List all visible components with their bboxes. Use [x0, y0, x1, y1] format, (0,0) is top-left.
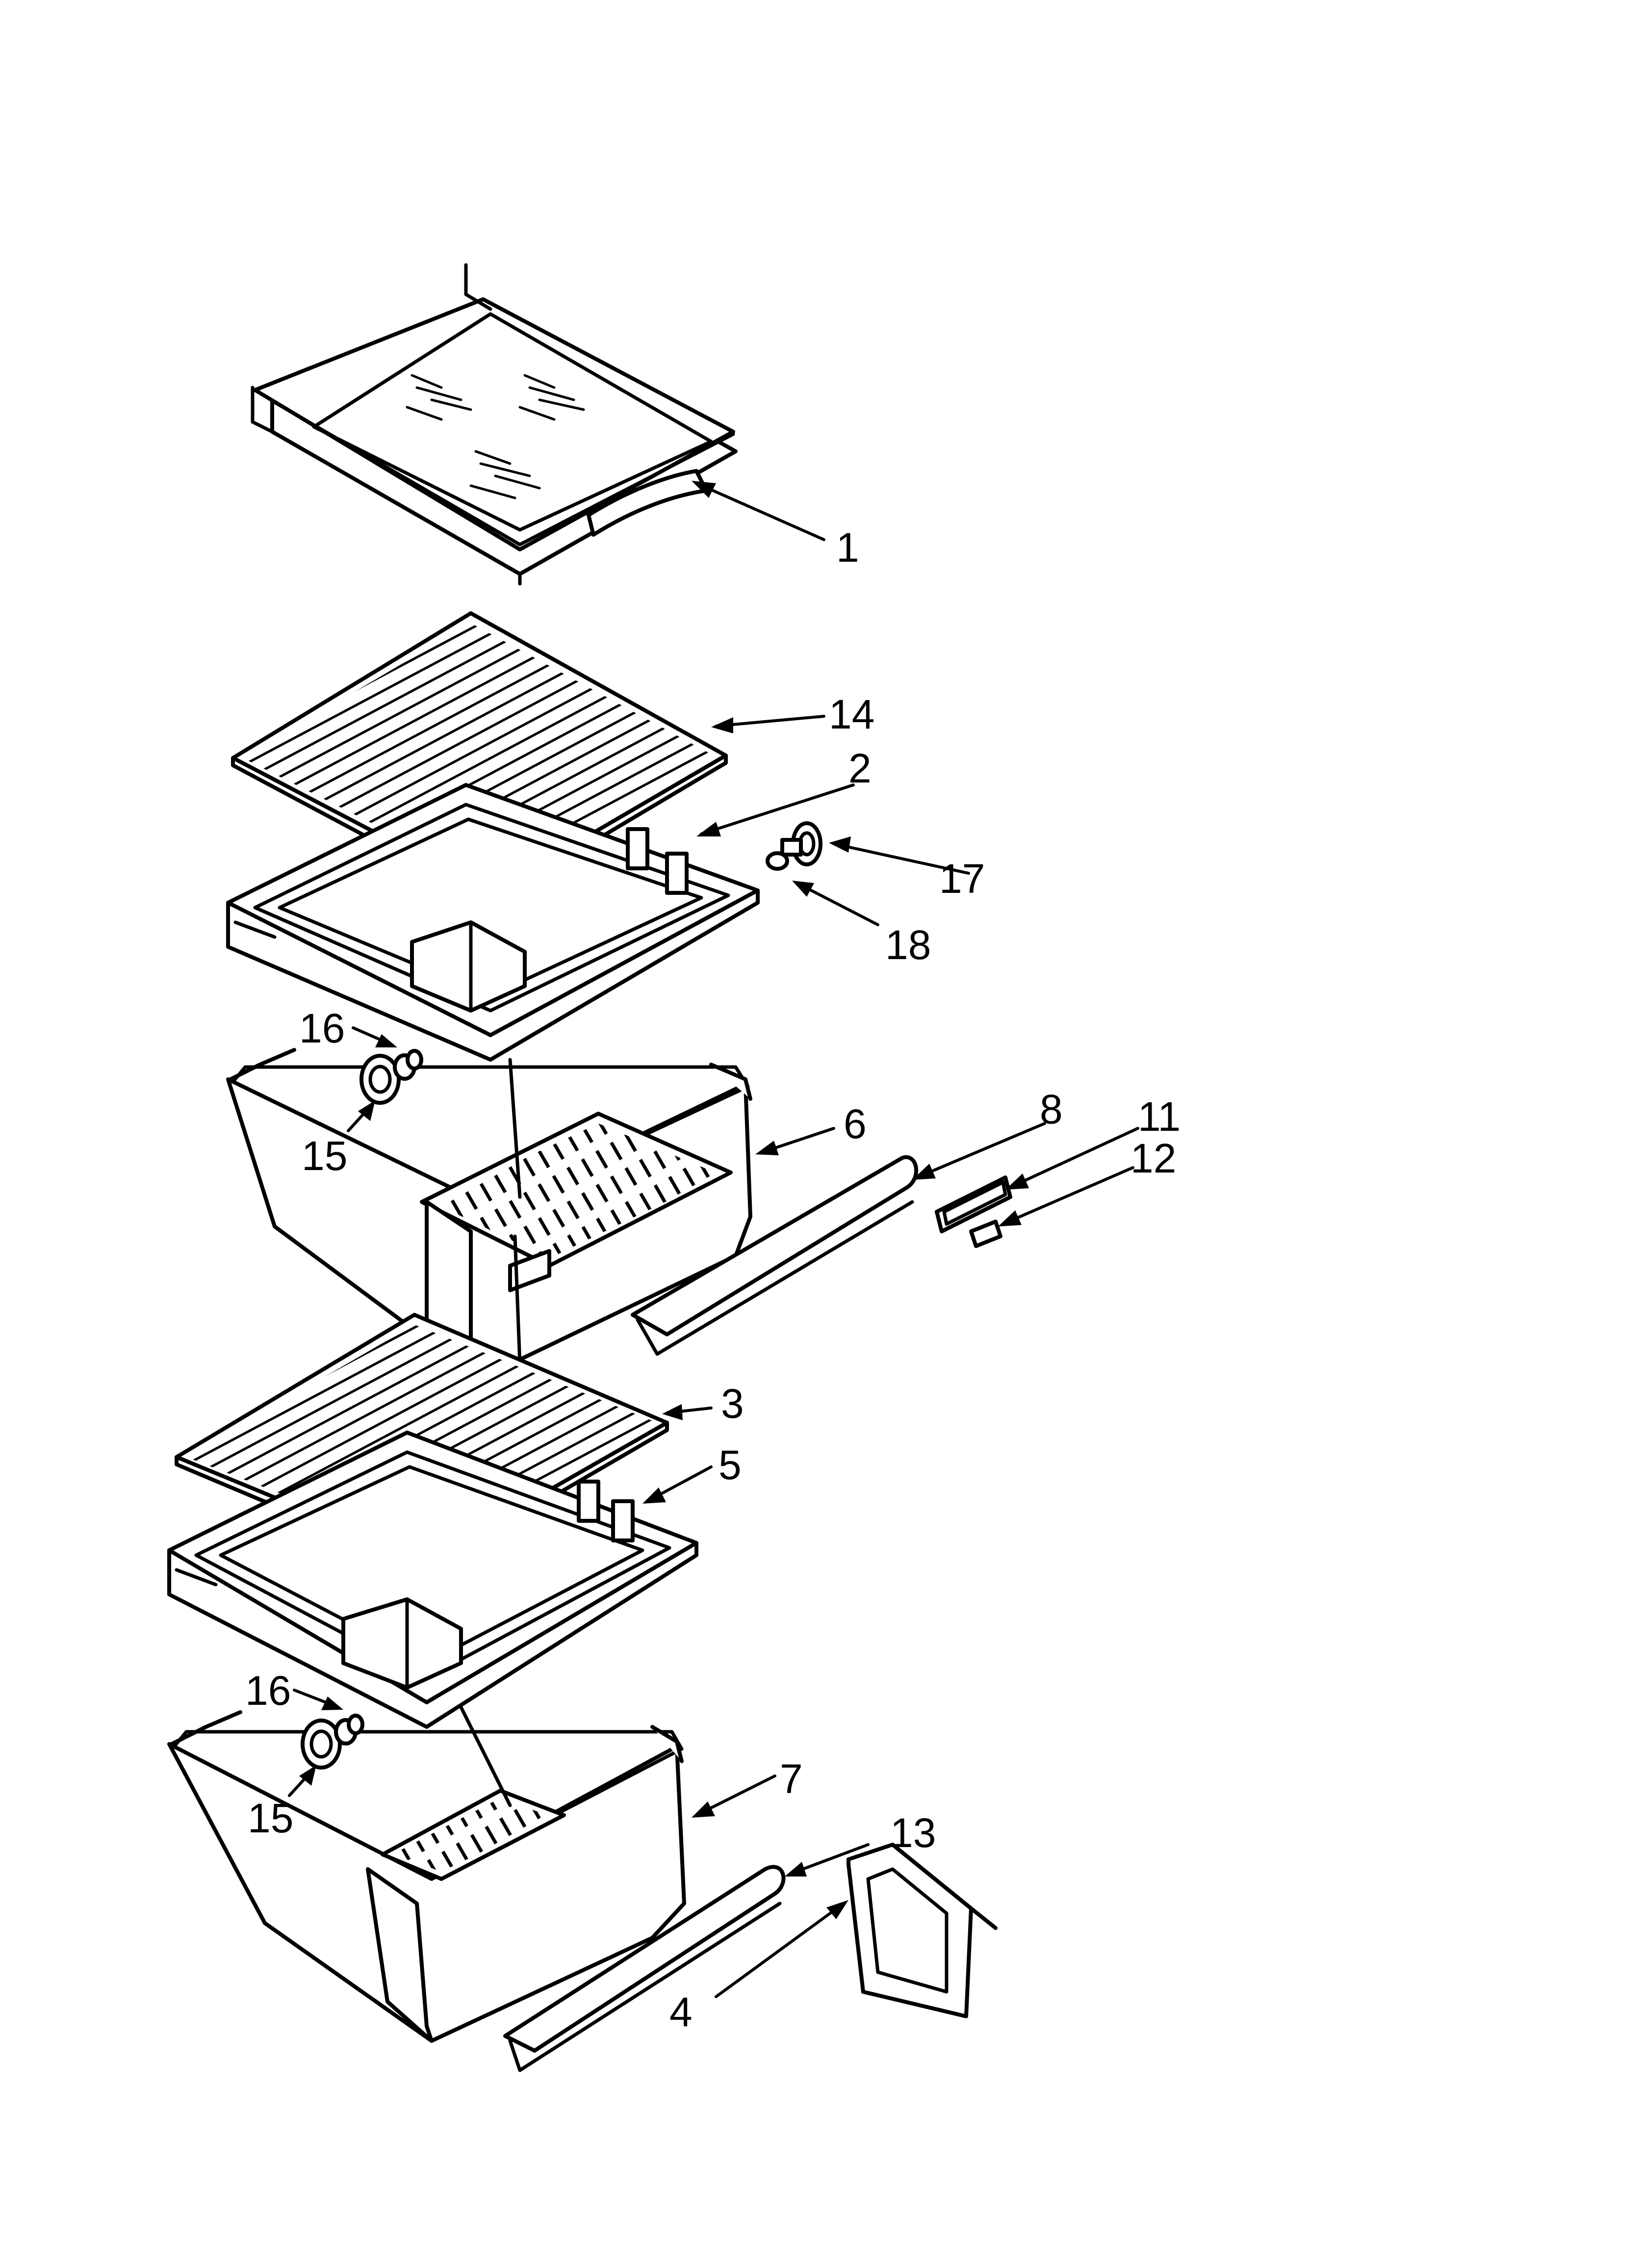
callout-15: 15	[302, 1133, 347, 1179]
part-8-handle-trim	[631, 1155, 918, 1356]
leader-lines	[288, 481, 1139, 1998]
callout-8: 8	[1040, 1086, 1063, 1132]
part-4-bezel	[847, 1843, 998, 2018]
callout-14: 14	[829, 691, 874, 737]
glass-reflection-marks	[406, 374, 585, 499]
part-13-handle-trim	[503, 1865, 786, 2072]
callout-16: 16	[245, 1668, 291, 1714]
callout-12: 12	[1130, 1135, 1176, 1181]
callout-1: 1	[836, 524, 859, 571]
part-2-crisper-cover-frame	[226, 783, 760, 1062]
part-15-16-upper-wheel	[359, 1049, 423, 1105]
callout-11: 11	[1138, 1094, 1180, 1140]
part-11-12-humidity-control	[935, 1175, 1012, 1248]
part-17-18-roller	[766, 821, 822, 871]
callout-18: 18	[885, 922, 931, 968]
callout-2: 2	[848, 745, 872, 791]
callout-5: 5	[718, 1442, 742, 1488]
callout-17: 17	[939, 856, 985, 902]
callout-6: 6	[844, 1101, 867, 1147]
part-5-crisper-cover-frame	[167, 1431, 698, 1729]
callout-7: 7	[780, 1756, 803, 1802]
callout-labels: 1 14 2 17 18 16 15 6 8 11 12 3 5 16 15 7…	[245, 524, 1180, 2035]
part-15-16-lower-wheel	[301, 1714, 364, 1770]
callout-16: 16	[299, 1005, 345, 1051]
part-1-shelf-assembly	[251, 263, 738, 586]
callout-15: 15	[248, 1795, 293, 1841]
callout-3: 3	[721, 1381, 744, 1427]
part-7-lower-crisper-drawer	[167, 1705, 686, 2043]
callout-4: 4	[669, 1989, 693, 2035]
callout-13: 13	[890, 1810, 936, 1856]
